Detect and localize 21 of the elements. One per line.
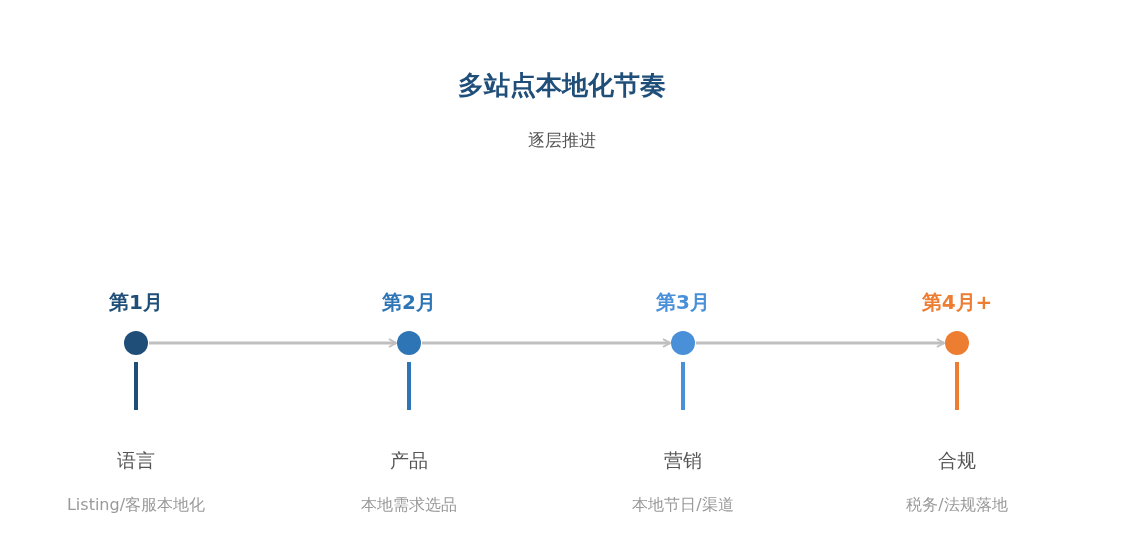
phase-description: Listing/客服本地化 [66, 494, 206, 516]
phase-title: 合规 [938, 448, 976, 473]
arrow [149, 338, 397, 348]
arrow [422, 338, 671, 348]
month-label: 第1月 [109, 288, 163, 316]
month-label: 第4月+ [921, 288, 993, 316]
milestone-dot [397, 331, 421, 355]
phase-title: 语言 [117, 448, 155, 473]
arrow [696, 338, 945, 348]
phase-title: 产品 [390, 448, 428, 473]
phase-title: 营销 [664, 448, 702, 473]
diagram-subtitle: 逐层推进 [528, 128, 596, 152]
diagram-title: 多站点本地化节奏 [458, 68, 666, 102]
milestone-dot [124, 331, 148, 355]
phase-description: 本地节日/渠道 [632, 494, 734, 516]
month-label: 第3月 [656, 288, 710, 316]
month-label: 第2月 [382, 288, 436, 316]
phase-description: 税务/法规落地 [906, 494, 1008, 516]
milestone-dot [945, 331, 969, 355]
milestone-dot [671, 331, 695, 355]
phase-description: 本地需求选品 [361, 494, 457, 516]
